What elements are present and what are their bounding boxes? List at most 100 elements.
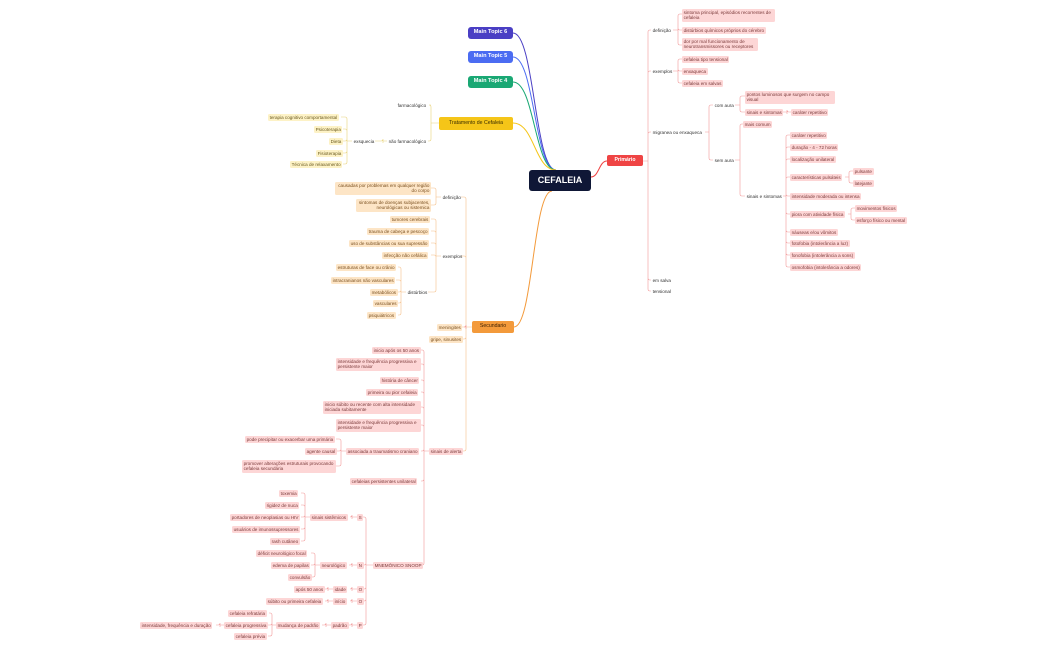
sinais-sistemicos[interactable]: sinais sistêmicos — [310, 514, 348, 522]
tratamento-farmacologico[interactable]: farmacológico — [397, 102, 427, 108]
primario-definicao-item[interactable]: sintoma principal, episódios recorrentes… — [682, 9, 775, 22]
sistemico-item[interactable]: portadores de neoplasias ou HIV — [230, 514, 301, 522]
secundario-exemplo-item[interactable]: infecção não cefálica — [382, 252, 429, 260]
tratamento-item[interactable]: Fisioterapia — [316, 150, 343, 158]
sem-aura-mais-comum[interactable]: mais comum — [743, 121, 773, 129]
secundario-definicao[interactable]: definição — [442, 194, 461, 200]
com-aura-item[interactable]: pontos luminosos que surgem no campo vis… — [745, 91, 835, 104]
primario-definicao[interactable]: definição — [652, 27, 671, 33]
sistemico-item[interactable]: rash cutâneo — [270, 538, 300, 546]
main-topic-5[interactable]: Main Topic 5 — [468, 51, 513, 63]
sistemico-item[interactable]: usuários de imunossupressores — [232, 526, 301, 534]
neuro-item[interactable]: convulsão — [288, 574, 312, 582]
trauma-item[interactable]: pode precipitar ou exacerbar uma primári… — [245, 436, 335, 444]
secundario-sinais-alerta[interactable]: sinais de alerta — [429, 448, 464, 456]
atividade-item[interactable]: esforço físico ou mental — [855, 217, 907, 225]
atividade-item[interactable]: movimentos físicos — [855, 205, 898, 213]
alerta-item[interactable]: inicio após os 50 anos — [372, 347, 421, 355]
sinal-sintoma[interactable]: fonofobia (intolerância a sons) — [790, 252, 855, 260]
sinal-sintoma[interactable]: localização unilateral — [790, 156, 836, 164]
secundario-exemplos[interactable]: exemplos — [442, 253, 463, 259]
padrao-item[interactable]: cefaleia refratária — [228, 610, 267, 618]
main-topic-6[interactable]: Main Topic 6 — [468, 27, 513, 39]
disturbio-item[interactable]: psiquiátricos — [367, 312, 396, 320]
tratamento-item[interactable]: Dieta — [329, 138, 343, 146]
mnemonico-snoop[interactable]: MNEMÔNICO SNOOP — [373, 562, 424, 570]
sem-aura-sinais-sintomas[interactable]: sinais e sintomas — [746, 193, 782, 199]
disturbio-item[interactable]: intracranianos não vasculares — [331, 277, 396, 285]
sinal-sintoma[interactable]: osmofobia (intolerância a odores) — [790, 264, 862, 272]
secundario-definicao-item[interactable]: sintomas de doenças subjacentes, neuroló… — [356, 199, 431, 212]
primario-exemplo-item[interactable]: cefaleia em salvas — [682, 80, 723, 88]
snoop-padrao[interactable]: padrão — [331, 622, 349, 630]
secundario-meningites[interactable]: meningites — [437, 324, 463, 332]
com-aura-item[interactable]: sinais e sintomas — [745, 109, 784, 117]
tratamento-nao-farmacologico[interactable]: não farmacológico — [388, 138, 427, 144]
primario-com-aura[interactable]: com aura — [714, 102, 734, 108]
snoop-letter-p[interactable]: P — [357, 622, 364, 630]
tratamento-exs[interactable]: exsquecia — [353, 138, 375, 144]
tratamento-item[interactable]: Técnica de relaxamento — [290, 161, 343, 169]
trauma-item[interactable]: agente causal — [305, 448, 337, 456]
alerta-item[interactable]: inicio súbito ou recente com alta intens… — [323, 401, 421, 414]
neuro-item[interactable]: edema de papilas — [271, 562, 311, 570]
padrao-intensidade[interactable]: intensidade, frequência e duração — [140, 622, 213, 630]
alerta-item[interactable]: primeira ou pior cefaleia — [366, 389, 419, 397]
pulsante-item[interactable]: pulsante — [853, 168, 874, 176]
neuro-item[interactable]: déficit neurológico focal — [256, 550, 308, 558]
sinal-sintoma[interactable]: náuseas e/ou vômitos — [790, 229, 838, 237]
primario-exemplo-item[interactable]: cefaleia tipo tensional — [682, 56, 730, 64]
primario-definicao-item[interactable]: distúrbios químicos próprios do cérebro — [682, 27, 766, 35]
root-topic-cefaleia[interactable]: CEFALEIA — [529, 170, 591, 191]
snoop-letter-o1[interactable]: O — [357, 586, 364, 594]
alerta-item[interactable]: associada a traumatismo craniano — [346, 448, 420, 456]
sistemico-item[interactable]: rigidez de nuca — [265, 502, 300, 510]
alerta-item[interactable]: história de câncer — [380, 377, 420, 385]
snoop-letter-n[interactable]: N — [357, 562, 364, 570]
primario-definicao-item[interactable]: dor por mal funcionamento de neurotransm… — [682, 38, 758, 51]
alerta-item[interactable]: intensidade e frequência progressiva e p… — [336, 419, 421, 432]
snoop-letter-o2[interactable]: O — [357, 598, 364, 606]
primario-exemplo-item[interactable]: enxaqueca — [682, 68, 708, 76]
sinal-sintoma[interactable]: piora com atividade física — [790, 211, 846, 219]
sinal-sintoma[interactable]: caráter repetitivo — [790, 132, 828, 140]
tratamento-item[interactable]: Psicoterapia — [314, 126, 343, 134]
disturbio-item[interactable]: metabólicos — [370, 289, 398, 297]
sistemico-item[interactable]: toxemia — [279, 490, 299, 498]
main-topic-4[interactable]: Main Topic 4 — [468, 76, 513, 88]
pulsante-item[interactable]: latejante — [853, 180, 874, 188]
main-topic-secundario[interactable]: Secundario — [472, 321, 514, 333]
trauma-item[interactable]: promover alterações estruturais provocan… — [242, 460, 336, 473]
mudanca-de-padrao[interactable]: mudança de padrão — [276, 622, 321, 630]
primario-em-salva[interactable]: em salva — [652, 277, 671, 283]
primario-exemplos[interactable]: exemplos — [652, 68, 673, 74]
alerta-item[interactable]: intensidade e frequência progressiva e p… — [336, 358, 421, 371]
inicio-item[interactable]: súbito ou primeira cefaleia — [266, 598, 323, 606]
padrao-item[interactable]: cefaleia progressiva — [224, 622, 269, 630]
primario-tensional[interactable]: tensional — [652, 288, 671, 294]
main-topic-tratamento[interactable]: Tratamento de Cefaleia — [439, 117, 513, 130]
sinal-sintoma[interactable]: intensidade moderada ou intensa — [790, 193, 862, 201]
primario-migranea[interactable]: migranea ou enxaqueca — [652, 129, 702, 135]
secundario-exemplo-item[interactable]: tumores cerebrais — [390, 216, 430, 224]
sinal-sintoma[interactable]: fotofobia (intolerância a luz) — [790, 240, 850, 248]
secundario-definicao-item[interactable]: causadas por problemas em qualquer regiã… — [335, 182, 431, 195]
main-topic-primario[interactable]: Primário — [607, 155, 643, 166]
snoop-inicio[interactable]: início — [333, 598, 347, 606]
snoop-neurologico[interactable]: neurológico — [320, 562, 347, 570]
sinal-sintoma[interactable]: duração - 4 - 72 horas — [790, 144, 839, 152]
alerta-item[interactable]: cefaleias persistentes unilateral — [350, 478, 418, 486]
idade-item[interactable]: após 50 anos — [294, 586, 325, 594]
disturbio-item[interactable]: vasculares — [373, 300, 399, 308]
secundario-exemplo-item[interactable]: uso de substâncias ou sua supressão — [349, 240, 430, 248]
snoop-idade[interactable]: idade — [333, 586, 348, 594]
padrao-item[interactable]: cefaleia prévia — [234, 633, 267, 641]
secundario-disturbios[interactable]: distúrbios — [407, 289, 428, 295]
sinal-sintoma[interactable]: características pulsáteis — [790, 174, 843, 182]
primario-sem-aura[interactable]: sem aura — [714, 157, 734, 163]
com-aura-carater[interactable]: caráter repetitivo — [791, 109, 829, 117]
secundario-exemplo-item[interactable]: trauma de cabeça e pescoço — [367, 228, 430, 236]
disturbio-item[interactable]: estruturas de face ou crânio — [336, 264, 397, 272]
tratamento-item[interactable]: terapia cognitivo comportamental — [268, 114, 339, 122]
snoop-letter-s[interactable]: S — [357, 514, 364, 522]
